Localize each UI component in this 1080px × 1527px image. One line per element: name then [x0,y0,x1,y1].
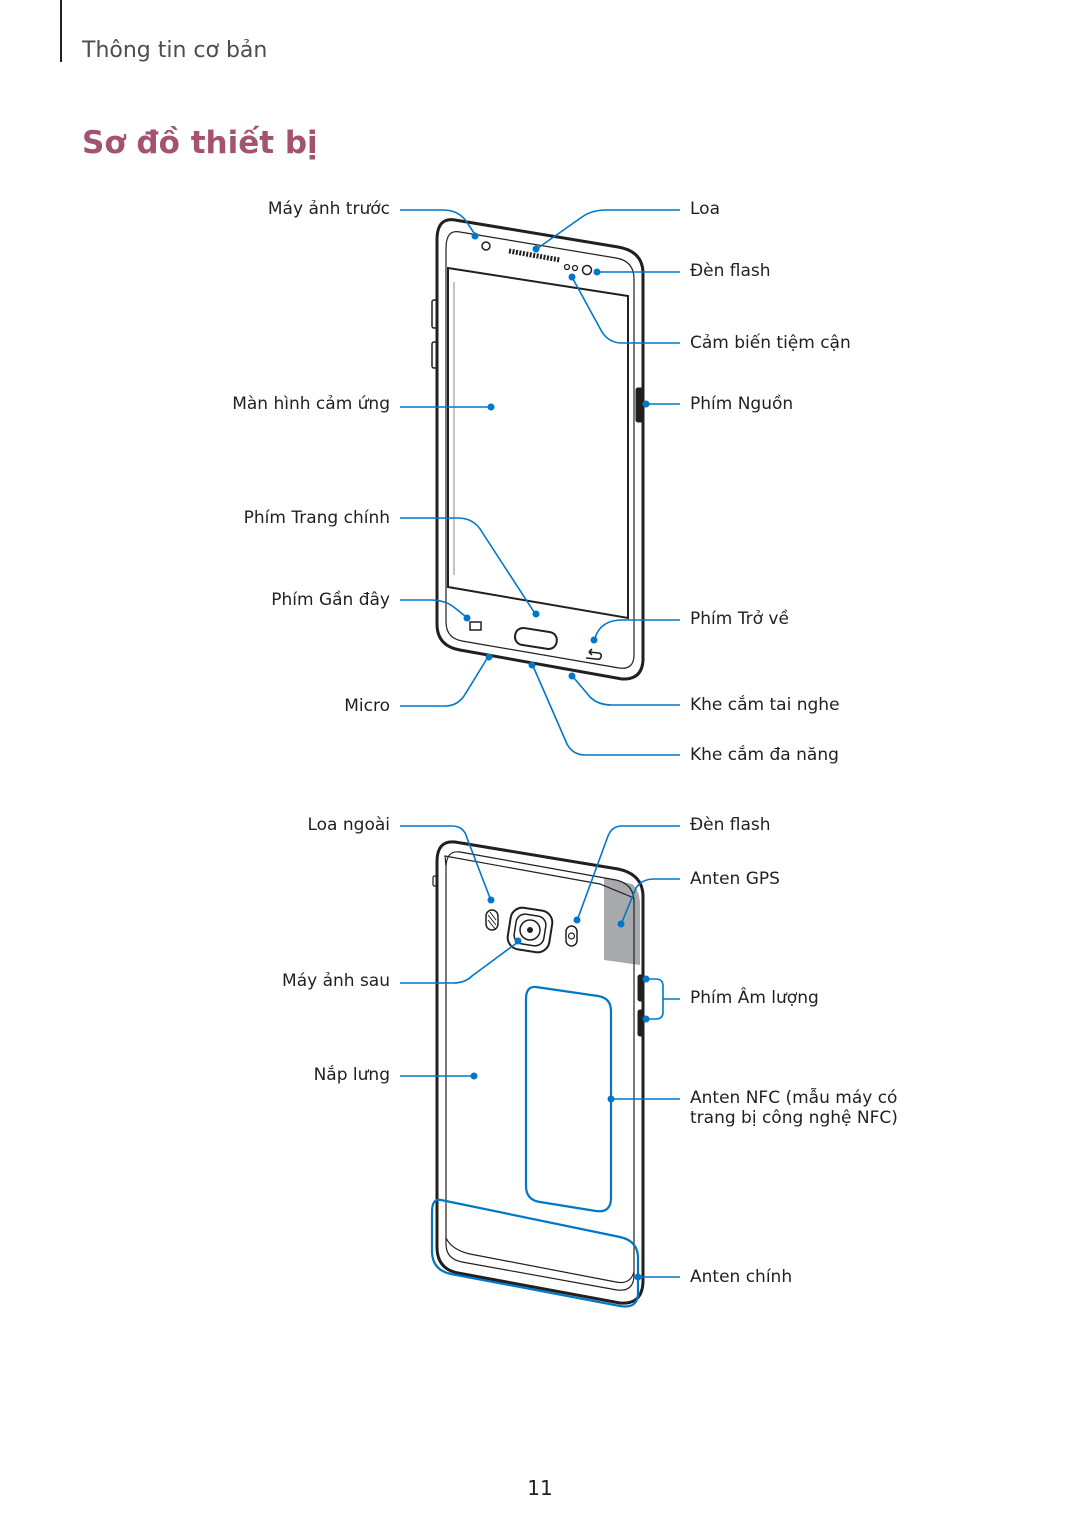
dot-nfc-antenna [607,1095,615,1103]
callout-gps-antenna [621,878,680,923]
callout-loudspeaker [400,825,491,899]
camera-module-outer [506,906,554,954]
front-callouts [400,209,680,756]
label-speaker: Loa [690,199,720,219]
label-nfc-antenna: Anten NFC (mẫu máy có trang bị công nghệ… [690,1088,898,1128]
label-gps-antenna: Anten GPS [690,869,780,889]
callout-multipurpose-jack [532,665,680,756]
dot-touchscreen [487,403,495,411]
dot-volume-down [642,1015,650,1023]
back-phone [432,840,645,1305]
callout-earphone-jack [573,677,680,706]
dot-volume-up [642,975,650,983]
front-camera-lens [481,241,491,251]
label-earphone-jack: Khe cắm tai nghe [690,695,840,715]
dot-loudspeaker [487,896,495,904]
left-side-button-1 [431,299,438,329]
dot-recents-key [463,614,471,622]
rear-flash-shape [565,925,578,947]
callout-proximity [572,278,680,344]
left-side-button-2 [431,341,438,369]
label-recents-key: Phím Gần đây [271,590,390,610]
sensor-dot-2 [571,264,579,272]
rear-camera-lens [519,919,541,941]
callout-back-flash [577,825,680,919]
dot-main-antenna [634,1273,642,1281]
section-header: Thông tin cơ bản [82,38,268,63]
loudspeaker-grille [485,909,499,931]
dot-front-camera [471,232,479,240]
speaker-grille [508,248,561,263]
page-number: 11 [527,1476,553,1500]
label-rear-camera: Máy ảnh sau [282,971,390,991]
header-rule [60,0,62,62]
callout-rear-camera [400,941,519,984]
callout-front-camera [400,209,475,234]
label-home-key: Phím Trang chính [243,508,390,528]
label-touchscreen: Màn hình cảm ứng [232,394,390,414]
label-multipurpose-jack: Khe cắm đa năng [690,745,839,765]
loudspeaker-lines [487,911,497,931]
dot-back-key [590,636,598,644]
back-top-band [444,855,635,899]
label-volume-key: Phím Âm lượng [690,988,819,1008]
home-key-shape [514,626,558,651]
back-phone-inner-edge [445,851,635,1291]
front-phone-body [435,218,645,681]
back-antenna-outlines [430,985,640,1308]
dot-multipurpose-jack [528,661,536,669]
rear-flash-lens [567,932,576,940]
dot-rear-camera [514,937,522,945]
dot-back-flash [573,916,581,924]
back-key-icon [585,648,603,661]
page-title: Sơ đồ thiết bị [82,125,318,161]
power-key-shape [635,387,644,423]
dot-gps-antenna [617,920,625,928]
callout-volume-key [646,978,680,1020]
volume-key-up [637,974,645,1002]
main-antenna-outline [430,1198,640,1308]
dot-proximity [568,273,576,281]
dot-microphone [485,653,493,661]
camera-module-inner [513,913,547,947]
callout-recents-key [400,599,466,617]
label-main-antenna: Anten chính [690,1267,793,1287]
label-back-key: Phím Trở về [690,609,789,629]
dot-flash [593,268,601,276]
dot-power-key [642,400,650,408]
label-loudspeaker: Loa ngoài [307,815,390,835]
label-power-key: Phím Nguồn [690,394,794,414]
front-phone [431,218,645,681]
recents-key-icon [469,621,482,631]
nfc-antenna-outline [524,985,613,1213]
callout-back-key [594,619,680,639]
front-phone-inner-edge [445,230,635,669]
label-flash: Đèn flash [690,261,771,281]
front-flash-lens [581,264,593,276]
dot-home-key [532,610,540,618]
back-callouts [400,825,680,1278]
callout-speaker [537,209,680,249]
dot-earphone-jack [568,672,576,680]
front-callout-dots [463,232,650,680]
callout-home-key [400,517,535,613]
label-proximity-sensor: Cảm biến tiệm cận [690,333,851,353]
dot-back-cover [470,1072,478,1080]
label-front-camera: Máy ảnh trước [267,199,390,219]
label-back-flash: Đèn flash [690,815,771,835]
label-microphone: Micro [344,696,390,716]
dot-speaker [532,245,540,253]
callout-microphone [400,656,489,707]
back-callout-dots [470,896,650,1281]
sensor-dot-1 [563,263,571,271]
rear-camera-lens-center [527,927,533,933]
volume-key-down [637,1009,645,1037]
left-side-nub [432,875,438,887]
front-screen [447,266,629,620]
back-bottom-band [445,1237,635,1284]
label-back-cover: Nắp lưng [313,1065,390,1085]
